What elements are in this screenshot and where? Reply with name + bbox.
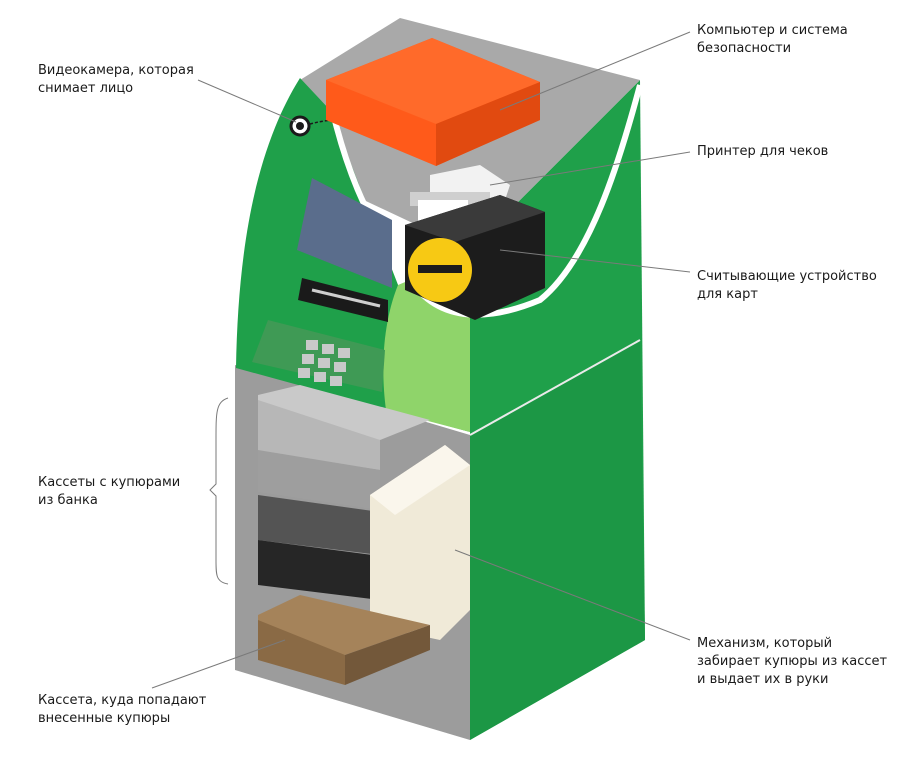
atm-screen xyxy=(297,178,392,288)
computer-box xyxy=(326,38,540,166)
atm-keypad-panel xyxy=(252,320,385,392)
label-deposit: Кассета, куда попадают внесенные купюры xyxy=(38,693,207,726)
label-cassettes: Кассеты с купюрами из банка xyxy=(38,475,181,508)
label-mechanism: Механизм, который забирает купюры из кас… xyxy=(697,636,888,687)
deposit-cassette xyxy=(258,595,430,685)
dispense-mechanism-box xyxy=(370,445,470,640)
card-reader-box xyxy=(405,195,545,320)
label-camera: Видеокамера, которая снимает лицо xyxy=(38,63,194,96)
cash-cassettes xyxy=(258,385,430,600)
label-card-reader: Считывающие устройство для карт xyxy=(697,269,877,302)
callout-lines xyxy=(151,31,691,689)
atm-keypad xyxy=(298,340,350,386)
label-printer: Принтер для чеков xyxy=(697,144,829,159)
label-computer: Компьютер и система безопасности xyxy=(697,23,848,56)
atm-right-panel-lower xyxy=(470,340,645,740)
atm-card-slot-plate xyxy=(298,278,388,322)
